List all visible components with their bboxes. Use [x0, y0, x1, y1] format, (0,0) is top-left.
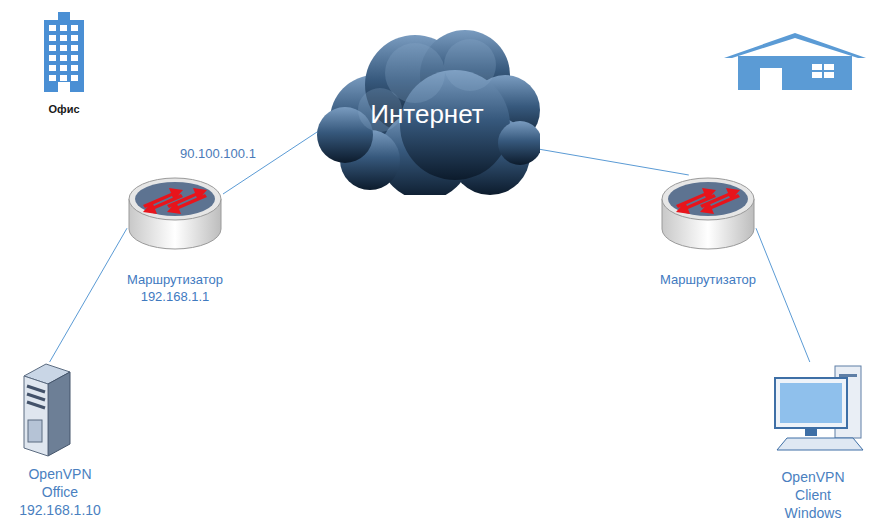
node-label: Офис: [18, 102, 110, 116]
internet-cloud: Интернет: [315, 25, 540, 195]
house-icon: [724, 33, 866, 90]
router-icon: [127, 175, 223, 251]
node-label: Маршрутизатор: [646, 272, 770, 289]
office-building: Офис: [38, 10, 90, 94]
node-label: Маршрутизатор 192.168.1.1: [113, 272, 237, 306]
server: OpenVPN Office 192.168.1.10: [16, 362, 72, 458]
client-computer-icon: [773, 362, 865, 452]
server-icon: [16, 362, 72, 458]
router: Маршрутизатор 192.168.1.1: [127, 175, 223, 251]
client-computer: OpenVPN Client Windows: [773, 362, 865, 452]
network-link: [529, 147, 689, 175]
network-link: [756, 228, 810, 362]
network-link: [223, 130, 320, 194]
router: Маршрутизатор: [660, 175, 756, 251]
ip-address-label: 90.100.100.1: [178, 146, 258, 161]
node-label: OpenVPN Office 192.168.1.10: [12, 465, 108, 520]
node-label: Интернет: [327, 98, 527, 132]
network-link: [50, 228, 127, 362]
node-label: OpenVPN Client Windows: [765, 468, 861, 523]
router-icon: [660, 175, 756, 251]
office-building-icon: [38, 10, 90, 94]
